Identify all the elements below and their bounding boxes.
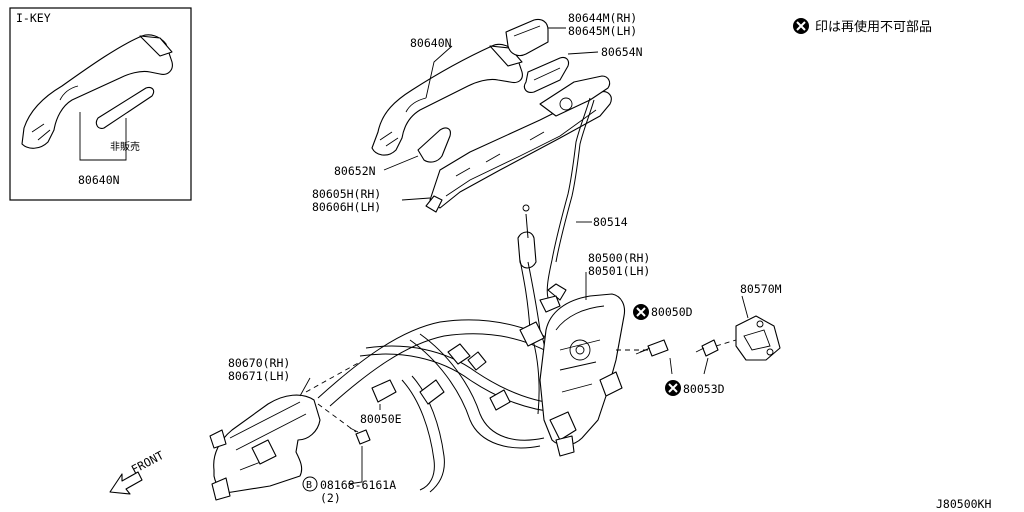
- dashed-link-striker: [715, 339, 737, 347]
- label-80050d-group: 80050D: [633, 304, 693, 320]
- front-arrow-icon: [109, 471, 143, 495]
- label-80605h: 80605H(RH): [312, 187, 381, 201]
- label-80570m: 80570M: [740, 282, 782, 296]
- label-80652n: 80652N: [334, 164, 376, 178]
- label-80053d-group: 80053D: [665, 380, 725, 396]
- inset-not-sold-label: 非販売: [110, 140, 140, 153]
- outside-handle-drawing: [371, 43, 523, 156]
- bolt-symbol-letter: B: [306, 480, 312, 491]
- label-80500: 80500(RH): [588, 251, 650, 265]
- leader-lines: [299, 27, 749, 485]
- screw-80050d-drawing: [635, 339, 669, 357]
- inside-handle-drawing: [209, 394, 321, 501]
- diagram-id: J80500KH: [936, 497, 991, 511]
- cable-80514-drawing: [546, 97, 591, 299]
- bolt-08168-drawing: [349, 427, 371, 445]
- dashed-link-bolt: [317, 403, 357, 433]
- label-80644m: 80644M(RH): [568, 11, 637, 25]
- label-08168-group: B 08168-6161A (2): [302, 476, 396, 505]
- screw-80053d-drawing: [695, 339, 719, 357]
- label-80050d: 80050D: [651, 305, 693, 319]
- bolt-symbol-icon: [302, 476, 318, 492]
- clip-80050e-drawing: [371, 379, 397, 403]
- front-label: FRONT: [129, 448, 166, 477]
- label-08168-qty: (2): [320, 491, 341, 505]
- label-08168: 08168-6161A: [320, 478, 396, 492]
- legend-text: 印は再使用不可部品: [815, 19, 932, 35]
- label-80645m: 80645M(LH): [568, 24, 637, 38]
- handle-frame-drawing: [425, 75, 612, 213]
- label-80670: 80670(RH): [228, 356, 290, 370]
- door-lock-actuator-drawing: [539, 283, 626, 457]
- label-80053d: 80053D: [683, 382, 725, 396]
- label-80514: 80514: [593, 215, 628, 229]
- gasket-80652n-drawing: [417, 127, 451, 163]
- i-key-inset: I-KEY 非販売 80640N: [9, 7, 192, 201]
- inset-title: I-KEY: [16, 11, 51, 25]
- label-80050e: 80050E: [360, 412, 402, 426]
- legend: 印は再使用不可部品: [793, 18, 932, 35]
- front-direction-indicator: FRONT: [109, 448, 166, 495]
- inset-handle-drawing: [21, 34, 173, 149]
- dashed-link-inside-handle: [305, 361, 361, 393]
- label-80654n: 80654N: [601, 45, 643, 59]
- inset-part-label: 80640N: [78, 173, 120, 187]
- gasket-80654n-drawing: [523, 56, 570, 93]
- label-80606h: 80606H(LH): [312, 200, 381, 214]
- striker-80570m-drawing: [735, 315, 781, 361]
- handle-escutcheon-drawing: [505, 18, 549, 57]
- label-80501: 80501(LH): [588, 264, 650, 278]
- label-80640n: 80640N: [410, 36, 452, 50]
- label-80671: 80671(LH): [228, 369, 290, 383]
